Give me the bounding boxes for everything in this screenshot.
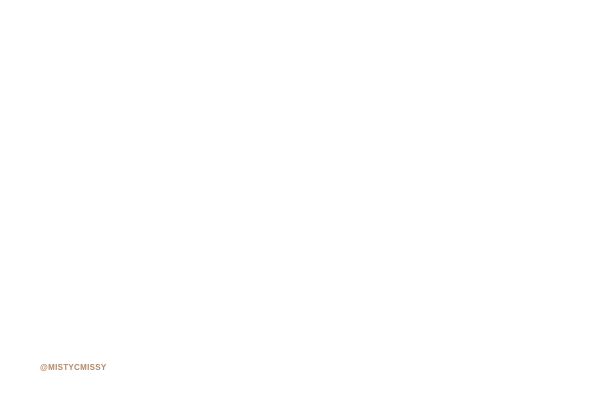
watermark-handle: @MISTYCMISSY	[40, 363, 107, 372]
